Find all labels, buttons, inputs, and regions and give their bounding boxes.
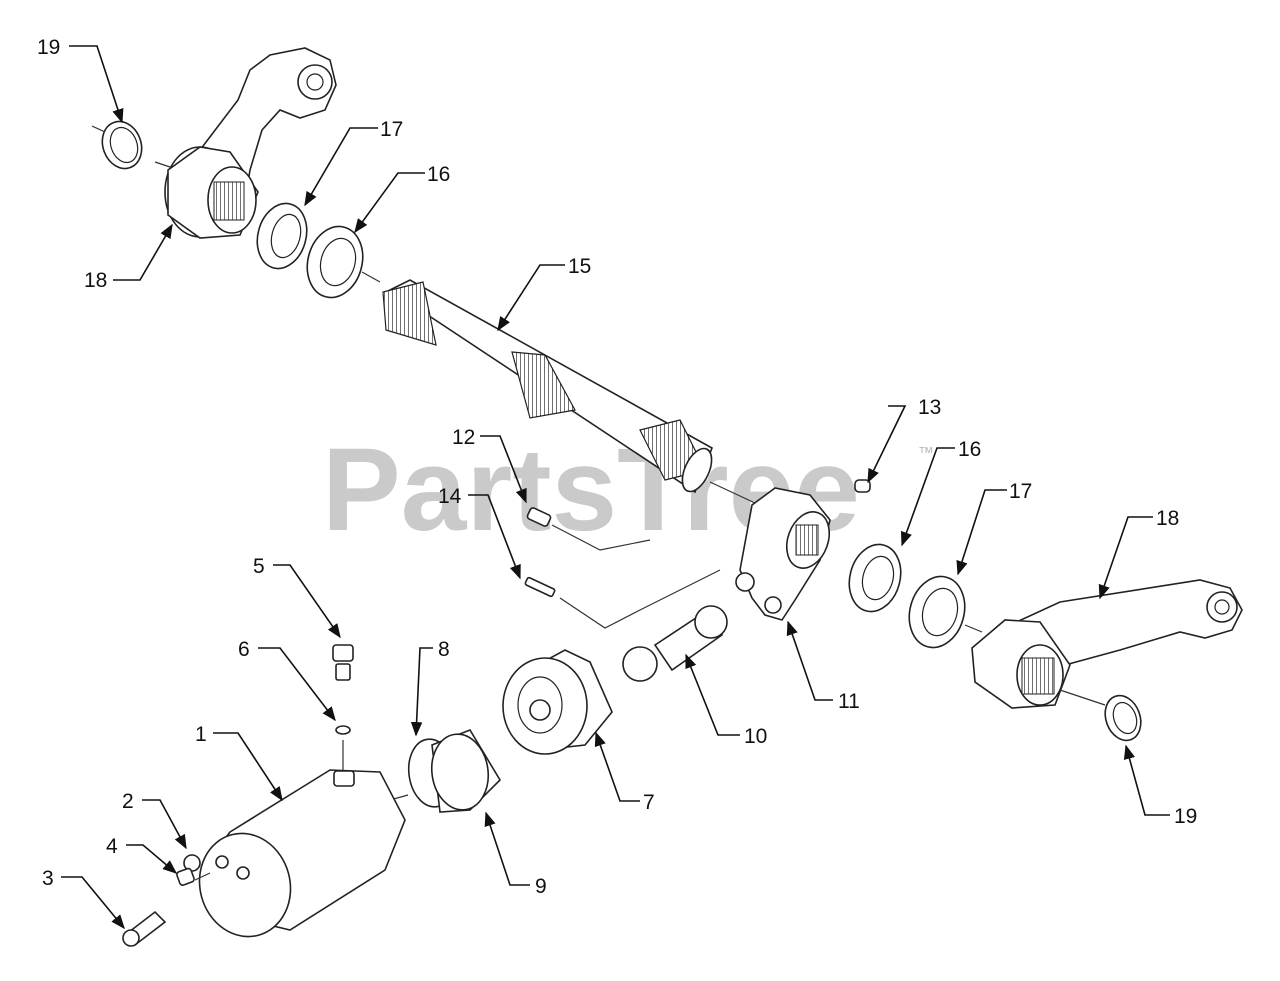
part-6-washer [335, 725, 351, 770]
callout-11: 11 [838, 690, 860, 713]
part-14-fitting [524, 569, 721, 629]
callout-19-right: 19 [1174, 805, 1197, 828]
callout-3: 3 [42, 867, 54, 890]
part-19-snap-ring-left [91, 120, 143, 170]
callout-6: 6 [238, 638, 250, 661]
callout-18-right: 18 [1156, 507, 1179, 530]
callout-7: 7 [643, 791, 655, 814]
callout-14: 14 [438, 485, 462, 508]
callout-18-top-left: 18 [84, 269, 107, 292]
callout-16-top: 16 [427, 163, 450, 186]
callout-17-top: 17 [380, 118, 403, 141]
part-16-washer-top [306, 225, 381, 299]
part-18-arm-right [971, 579, 1243, 709]
part-17-washer-top [256, 202, 308, 270]
part-3-bolt [122, 910, 167, 947]
part-13-pin [854, 479, 871, 493]
callout-8: 8 [438, 638, 450, 661]
callout-19-top-left: 19 [37, 36, 60, 59]
callout-16-right: 16 [958, 438, 981, 461]
part-7-piston [502, 649, 613, 755]
part-15-splined-shaft [382, 279, 771, 511]
part-12-bleeder-screw [526, 507, 651, 551]
callout-10: 10 [744, 725, 767, 748]
part-10-piston-rod [622, 605, 728, 682]
part-19-snap-ring-right [1104, 694, 1142, 742]
part-4-nut [176, 867, 211, 886]
part-9-seal [389, 729, 502, 813]
part-16-washer-right [848, 543, 902, 613]
part-11-yoke [735, 487, 831, 621]
part-18-arm-left [154, 47, 337, 239]
callout-13: 13 [918, 396, 941, 419]
callout-1: 1 [195, 723, 207, 746]
callout-5: 5 [253, 555, 265, 578]
callout-leaders [61, 45, 1170, 930]
part-17-washer-right [908, 575, 983, 649]
callout-numbers: 19 17 16 18 15 13 16 12 14 17 18 5 6 8 1… [37, 36, 1197, 898]
callout-4: 4 [106, 835, 118, 858]
callout-9: 9 [535, 875, 547, 898]
callout-17-right: 17 [1009, 480, 1032, 503]
callout-12: 12 [452, 426, 475, 449]
part-1-cylinder-body [198, 769, 406, 938]
callout-2: 2 [122, 790, 134, 813]
callout-15: 15 [568, 255, 591, 278]
part-5-screw [332, 644, 354, 681]
watermark-trademark: ™ [918, 445, 934, 462]
